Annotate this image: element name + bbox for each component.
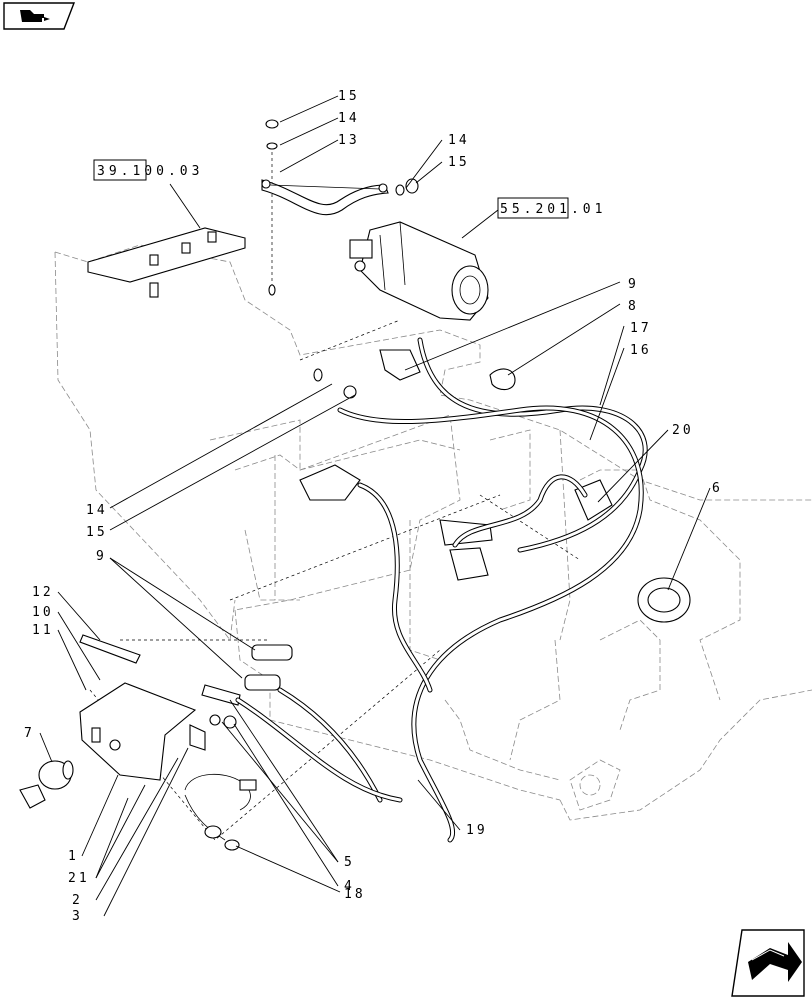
callout-6: 6 (712, 481, 723, 496)
callout-9: 9 (628, 277, 639, 292)
chassis-frame (54, 244, 812, 821)
cables (184, 337, 648, 851)
callout-13: 13 (338, 133, 360, 148)
reference-battery[interactable]: 39.100.03 (93, 159, 203, 181)
isolator-box (79, 464, 361, 781)
leader-lines (39, 95, 711, 917)
isolator-switch (19, 760, 74, 809)
callout-15: 15 (338, 89, 360, 104)
hand-pointing-icon[interactable] (3, 2, 76, 30)
callout-16: 16 (630, 343, 652, 358)
callout-18: 18 (344, 887, 366, 902)
callout-20: 20 (672, 423, 694, 438)
callout-3: 3 (72, 909, 83, 924)
callout-19: 19 (466, 823, 488, 838)
callout-10: 10 (32, 605, 54, 620)
callout-14: 14 (86, 503, 108, 518)
starter-motor (349, 221, 489, 321)
callout-9: 9 (96, 549, 107, 564)
callouts: 15 14 13 14 15 9 8 17 16 20 6 14 15 9 12… (24, 89, 723, 924)
terminal-boot (379, 349, 421, 381)
hardware (265, 119, 419, 399)
callout-14: 14 (338, 111, 360, 126)
callout-21: 21 (68, 871, 90, 886)
callout-2: 2 (72, 893, 83, 908)
callout-7: 7 (24, 726, 35, 741)
return-arrow-icon[interactable] (731, 929, 805, 997)
grommet (637, 577, 691, 623)
ground-strap (261, 179, 389, 216)
reference-battery-label: 39.100.03 (97, 164, 203, 179)
callout-5: 5 (344, 855, 355, 870)
reference-starter-label: 55.201.01 (500, 202, 606, 217)
callout-8: 8 (628, 299, 639, 314)
callout-14: 14 (448, 133, 470, 148)
callout-11: 11 (32, 623, 54, 638)
battery (87, 227, 246, 298)
callout-1: 1 (68, 849, 79, 864)
callout-4: 4 (344, 879, 355, 894)
cable-clamp (489, 368, 516, 391)
callout-15: 15 (86, 525, 108, 540)
callout-12: 12 (32, 585, 54, 600)
assembly-lines (89, 152, 581, 841)
callout-17: 17 (630, 321, 652, 336)
bar-bracket (79, 634, 141, 664)
callout-15: 15 (448, 155, 470, 170)
terminal-lugs (189, 644, 293, 751)
reference-starter[interactable]: 55.201.01 (497, 197, 606, 219)
